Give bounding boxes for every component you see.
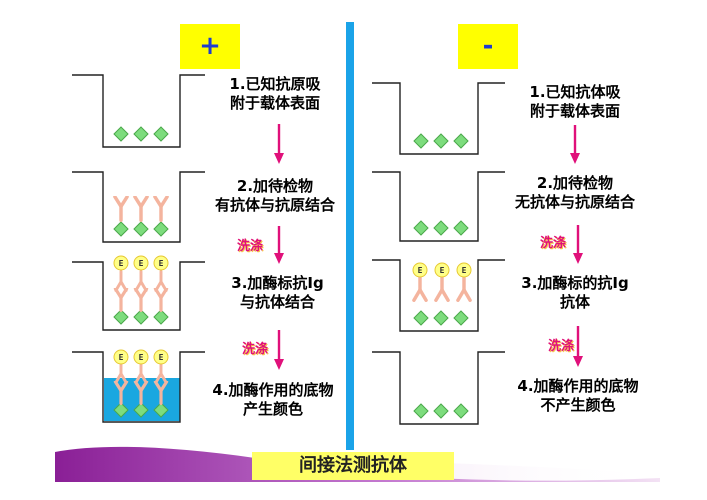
negative-step4-label: 4.加酶作用的底物不产生颜色 [517,377,639,414]
svg-text:E: E [159,353,164,362]
positive-sign: + [180,24,240,69]
enzyme-labels-positive-3 [113,255,169,271]
antigens-positive-4 [113,402,169,418]
svg-text:E: E [418,266,423,275]
svg-text:E: E [139,353,144,362]
antigens-positive-1 [113,126,169,142]
positive-wash-2: 洗涤 [242,342,269,357]
well-positive-4 [72,351,205,423]
positive-step2-label: 2.加待检物有抗体与抗原结合 [214,177,335,214]
antibodies-positive-3 [113,270,169,312]
antibodies-positive-2 [112,196,170,222]
arrows-positive [274,124,284,370]
well-positive-1 [72,74,205,148]
svg-text:E: E [462,266,467,275]
antibodies-negative-3 [411,276,473,302]
arrows-negative [570,125,583,367]
svg-text:E: E [119,259,124,268]
svg-text:E: E [119,353,124,362]
antigens-negative-3 [413,310,469,326]
enzyme-labels-positive-4 [113,349,169,365]
negative-step1-label: 1.已知抗体吸附于载体表面 [529,83,621,120]
antigens-negative-4 [413,403,469,419]
antigens-negative-2 [413,220,469,236]
enzyme-labels-negative-3 [412,262,472,278]
well-negative-1 [372,82,505,155]
antigens-positive-2 [113,221,169,237]
antigens-positive-3 [113,309,169,325]
enzyme-marks: E E E E E E E E E [119,259,467,362]
svg-text:E: E [440,266,445,275]
svg-text:E: E [159,259,164,268]
well-negative-3 [372,259,505,332]
diagram-title: 间接法测抗体 [252,452,454,480]
positive-step4-label: 4.加酶作用的底物产生颜色 [212,381,334,418]
bottom-band [55,446,660,482]
negative-wash-2: 洗涤 [548,339,575,354]
well-negative-2 [372,171,505,242]
negative-step2-label: 2.加待检物无抗体与抗原结合 [514,174,635,211]
positive-step1-label: 1.已知抗原吸附于载体表面 [229,75,321,112]
negative-sign: - [458,24,518,69]
well-negative-4 [372,351,505,425]
well-positive-3 [72,261,205,331]
positive-wash-1: 洗涤 [237,239,264,254]
negative-wash-1: 洗涤 [540,236,567,251]
svg-text:E: E [139,259,144,268]
center-divider [346,22,354,450]
antigens-negative-1 [413,133,469,149]
well-positive-2 [72,171,205,243]
